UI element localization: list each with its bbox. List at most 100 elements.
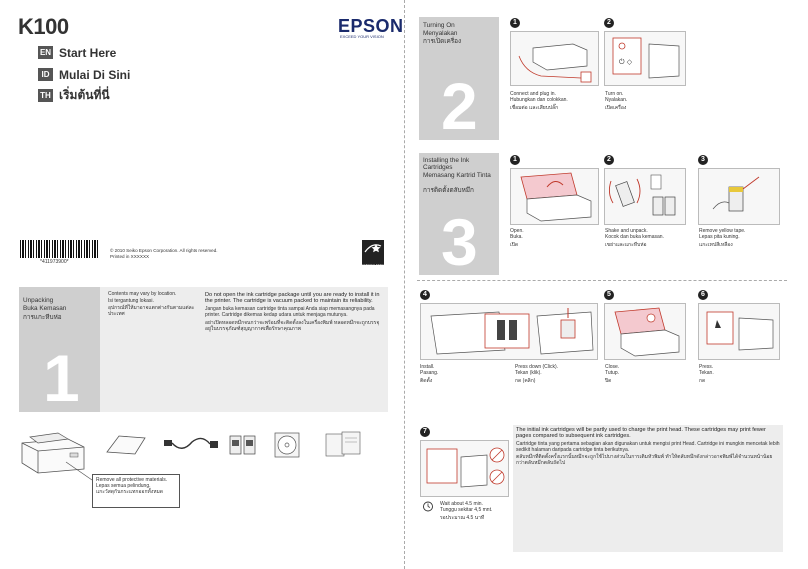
- tray-illustration: [106, 435, 146, 455]
- ink-step-4b-en: Press down (Click).: [515, 364, 559, 370]
- unpacking-title-id: Buka Kemasan: [23, 305, 67, 312]
- ink-step-4-badge: 4: [420, 290, 430, 300]
- title-en: Start Here: [59, 45, 117, 60]
- contents-note-id: Isi tergantung lokasi.: [108, 298, 154, 304]
- ink-step-6-badge: 6: [698, 290, 708, 300]
- turning-on-title-en: Turning On: [423, 22, 455, 29]
- turning-on-title-id: Menyalakan: [423, 30, 458, 37]
- lang-code-en: EN: [38, 46, 53, 59]
- install-cartridge-icon: [430, 308, 594, 355]
- ink-step-6-th: กด: [699, 378, 706, 384]
- turn-step-2-en: Turn on.: [605, 91, 624, 97]
- ink-step-4b-th: กด (คลิก): [515, 378, 536, 384]
- installing-title-en: Installing the Ink Cartridges: [423, 157, 470, 171]
- ink-step-3-badge: 3: [698, 155, 708, 165]
- ink-step-1-badge: 1: [510, 155, 520, 165]
- brand-logo: EPSON: [338, 16, 404, 36]
- lang-code-th: TH: [38, 89, 53, 102]
- power-button-icon: ⏻ ◇: [612, 37, 680, 79]
- ink-step-4-id: Pasang.: [420, 370, 439, 376]
- turn-step-2-badge: 2: [604, 18, 614, 28]
- ink-step-2-id: Kocok dan buka kemasan.: [605, 234, 664, 240]
- ink-warning-th: อย่าเปิดหลอดหมึกจนกว่าจะพร้อมที่จะติดตั้…: [205, 320, 380, 333]
- unpacking-step-number: 1: [43, 341, 80, 415]
- initial-ink-note-th: ตลับหมึกที่ติดตั้งครั้งแรกนั้นหมึกจะถูกใ…: [516, 454, 773, 467]
- ink-step-2-th: เขย่าและแกะหีบห่อ: [605, 242, 647, 248]
- installing-title-id: Memasang Kartrid Tinta: [423, 172, 491, 179]
- installing-step-number: 3: [441, 205, 478, 279]
- callout-pointer: [65, 461, 93, 481]
- ink-step-5-badge: 5: [604, 290, 614, 300]
- fold-line: [404, 0, 405, 569]
- shake-unpack-illustration: [604, 168, 686, 225]
- connect-illustration: [510, 31, 599, 86]
- lang-code-id: ID: [38, 68, 53, 81]
- turn-step-1-id: Hubungkan dan colokkan.: [510, 97, 568, 103]
- remove-tape-illustration: [698, 168, 780, 225]
- ink-step-5-th: ปิด: [605, 378, 612, 384]
- ink-step-4-th: ติดตั้ง: [420, 378, 433, 384]
- press-button-illustration: [698, 303, 780, 360]
- open-cover-icon: [520, 172, 592, 222]
- energy-star-label: ENERGY STAR: [362, 263, 384, 267]
- contents-note-th: อุปกรณ์ที่ให้มาอาจแตกต่างกันตามแต่ละประเ…: [108, 305, 195, 318]
- close-cover-illustration: [604, 303, 686, 360]
- initial-ink-note: The initial ink cartridges will be partl…: [513, 425, 783, 552]
- barcode: [20, 240, 98, 258]
- charging-illustration: [420, 440, 509, 497]
- ink-step-1-id: Buka.: [510, 234, 523, 240]
- manuals-illustration: [325, 431, 361, 457]
- open-cover-illustration: [510, 168, 599, 225]
- ink-step-2-en: Shake and unpack.: [605, 228, 648, 234]
- remove-th: แกะวัสดุกันกระแทกออกทั้งหมด: [96, 489, 164, 496]
- installing-tab: Installing the Ink Cartridges Memasang K…: [419, 153, 499, 275]
- ink-step-3-id: Lepas pita kuning.: [699, 234, 740, 240]
- barcode-number: *411973900*: [40, 259, 69, 265]
- unpacking-title-th: การแกะหีบห่อ: [23, 314, 62, 321]
- initial-ink-note-id: Cartridge tinta yang pertama sebagian ak…: [516, 440, 780, 454]
- press-ink-button-icon: [706, 311, 774, 351]
- copyright-line1: © 2010 Seiko Epson Corporation. All righ…: [110, 248, 218, 253]
- ink-step-1-en: Open.: [510, 228, 524, 234]
- unpacking-tab: Unpacking Buka Kemasan การแกะหีบห่อ 1: [19, 287, 100, 412]
- model-title: K100: [18, 14, 69, 39]
- ink-cartridges-illustration: [229, 435, 256, 455]
- energy-star-icon: [364, 244, 382, 253]
- wait-id: Tunggu sekitar 4,5 mnt.: [440, 507, 493, 513]
- initial-ink-note-en: The initial ink cartridges will be partl…: [516, 427, 766, 440]
- copyright-line2: Printed in XXXXXX: [110, 254, 150, 259]
- ink-step-4b-id: Tekan (klik).: [515, 370, 542, 376]
- charging-light-icon: [426, 447, 505, 488]
- power-on-illustration: ⏻ ◇: [604, 31, 686, 86]
- brand-tagline: EXCEED YOUR VISION: [340, 34, 384, 39]
- ink-step-1-th: เปิด: [510, 242, 519, 248]
- ink-step-5-id: Tutup.: [605, 370, 619, 376]
- energy-star-logo: ENERGY STAR: [362, 240, 384, 267]
- power-cord-illustration: [164, 437, 218, 449]
- ink-step-4-en: Install.: [420, 364, 435, 370]
- ink-step-3-th: แกะเทปสีเหลือง: [699, 242, 733, 248]
- turning-on-step-number: 2: [441, 69, 478, 143]
- turn-step-2-id: Nyalakan.: [605, 97, 628, 103]
- turning-on-title-th: การเปิดเครื่อง: [423, 38, 462, 45]
- cd-illustration: [274, 432, 300, 458]
- install-cartridge-illustration: [420, 303, 598, 360]
- ink-step-5-en: Close.: [605, 364, 620, 370]
- ink-step-6-en: Press.: [699, 364, 714, 370]
- yellow-tape-icon: [712, 176, 760, 212]
- svg-text:⏻ ◇: ⏻ ◇: [619, 58, 633, 66]
- turn-step-2-th: เปิดเครื่อง: [605, 105, 627, 111]
- ink-warning-id: Jangan buka kemasan cartridge tinta samp…: [205, 306, 375, 319]
- printer-illustration: [21, 432, 85, 474]
- wait-en: Wait about 4.5 min.: [440, 501, 483, 507]
- turn-step-1-en: Connect and plug in.: [510, 91, 556, 97]
- remove-en: Remove all protective materials.: [96, 477, 168, 483]
- close-cover-icon: [614, 307, 680, 357]
- unpacking-title-en: Unpacking: [23, 297, 54, 304]
- remove-id: Lepas semua pelindung.: [96, 483, 151, 490]
- title-th: เริ่มต้นที่นี่: [59, 88, 110, 102]
- turn-step-1-badge: 1: [510, 18, 520, 28]
- ink-warning-en: Do not open the ink cartridge package un…: [205, 292, 380, 305]
- turning-on-tab: Turning On Menyalakan การเปิดเครื่อง 2: [419, 17, 499, 140]
- ink-step-3-en: Remove yellow tape.: [699, 228, 746, 234]
